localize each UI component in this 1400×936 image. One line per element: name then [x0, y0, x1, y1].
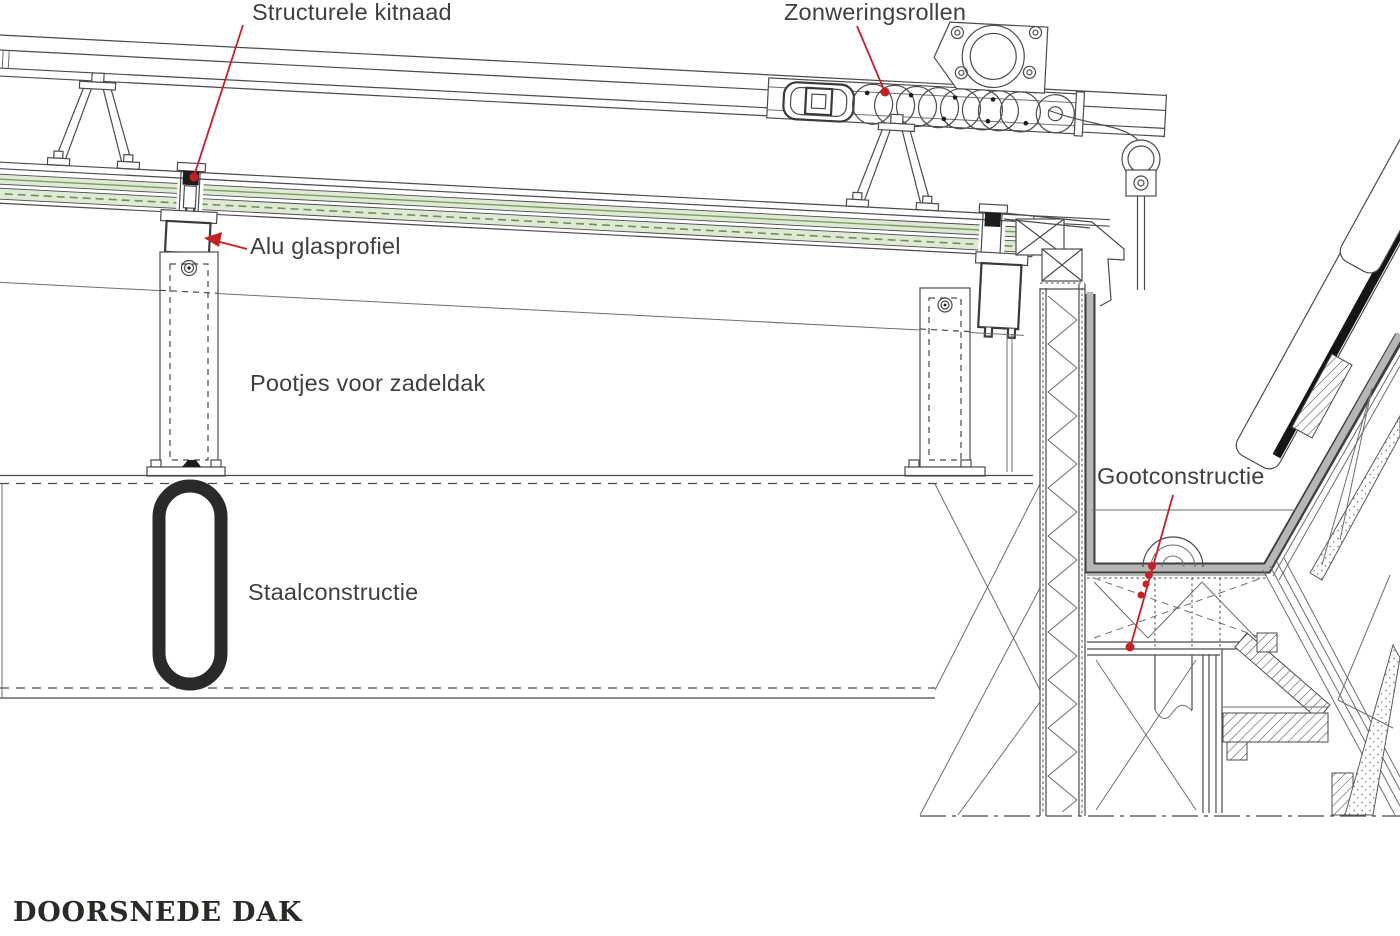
label-zonweringsrollen: Zonweringsrollen	[784, 0, 967, 25]
gutter-blocking	[1087, 574, 1267, 656]
roof-panels	[1235, 75, 1400, 470]
label-gootconstructie: Gootconstructie	[1097, 463, 1265, 489]
support-bracket-right	[845, 113, 940, 212]
label-alu-glasprofiel: Alu glasprofiel	[250, 233, 401, 259]
roller-trolley	[782, 81, 855, 123]
glass-roof	[0, 161, 1110, 258]
support-bracket-left	[46, 72, 141, 171]
zonwering-beam	[0, 34, 1168, 138]
drain-rod	[1006, 334, 1013, 472]
steel-tube-section	[152, 479, 228, 691]
roof-deck-lines	[0, 474, 1033, 699]
leader-gootconstructie	[1125, 494, 1174, 652]
drawing-title: DOORSNEDE DAK	[13, 897, 303, 928]
zonwering-rollers	[851, 83, 1086, 137]
glazing-end-joint	[977, 203, 1009, 258]
label-staalconstructie: Staalconstructie	[248, 579, 419, 605]
eave-framing	[1003, 212, 1125, 307]
support-post-left	[146, 251, 226, 477]
motor-cable	[1047, 109, 1161, 290]
zonwering-rail	[766, 21, 1086, 137]
diagonal-braces	[919, 483, 1041, 816]
insulated-wall	[1039, 282, 1086, 816]
label-pootjes-voor-zadeldak: Pootjes voor zadeldak	[250, 370, 486, 396]
leader-structurele-kitnaad	[189, 24, 244, 182]
sloped-insulation-strip	[1309, 414, 1400, 581]
alu-end-profile	[974, 251, 1029, 340]
lower-right-structure	[1095, 557, 1400, 816]
rainwater-pipe	[1154, 578, 1193, 719]
concrete-strip	[1344, 643, 1400, 816]
support-post-right	[904, 287, 986, 477]
drain-dome	[1142, 536, 1204, 568]
label-structurele-kitnaad: Structurele kitnaad	[252, 0, 452, 25]
leader-alu-glasprofiel	[204, 232, 248, 250]
kitnaad-joint	[175, 161, 207, 217]
glazing-underside-line	[0, 281, 1024, 336]
leader-zonweringsrollen	[856, 25, 890, 97]
gutter	[1084, 292, 1400, 719]
zonwering-motor-bracket	[933, 21, 1049, 94]
